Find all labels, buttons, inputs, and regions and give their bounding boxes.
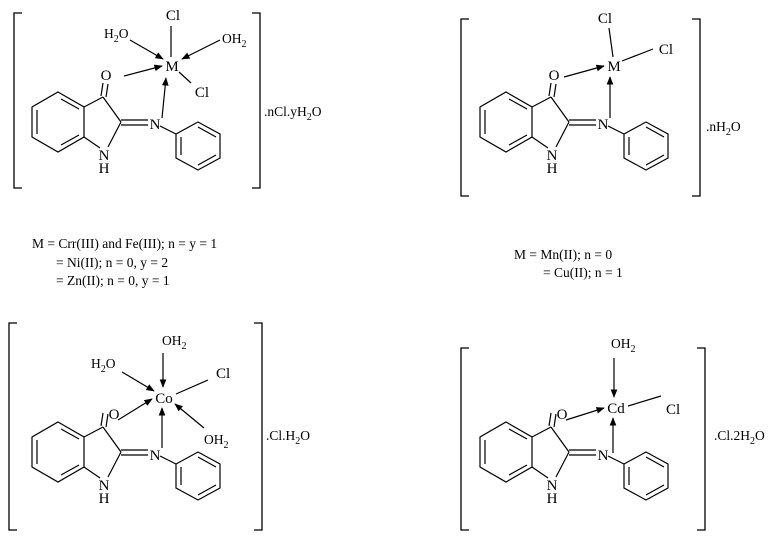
legend-line-2: = Cu(II); n = 1 bbox=[543, 265, 623, 280]
nh-h-label: H bbox=[99, 491, 110, 507]
oh2-top-label: OH2 bbox=[611, 336, 636, 355]
imine-n-label: N bbox=[150, 117, 161, 133]
legend-line-1: M = Mn(II); n = 0 bbox=[514, 247, 612, 262]
legend-line-1: M = Crr(III) and Fe(III); n = y = 1 bbox=[32, 236, 217, 251]
imine-n-label: N bbox=[598, 117, 609, 133]
cl-right-label: Cl bbox=[659, 42, 673, 58]
nh-n-label: N bbox=[547, 148, 558, 164]
nh-h-label: H bbox=[99, 161, 110, 177]
right-bracket bbox=[252, 12, 261, 189]
cl-top-label: Cl bbox=[166, 8, 180, 24]
metal-label: M bbox=[607, 59, 620, 75]
carbonyl-o-label: O bbox=[109, 407, 120, 423]
cl-right-label: Cl bbox=[195, 85, 209, 101]
complex-4: O N N H Cd OH2 Cl .Cl.2H2O bbox=[460, 336, 765, 531]
complex-2: O N N H M Cl Cl .nH2O M = Mn(II); n = 0 … bbox=[460, 11, 741, 280]
isatin-phenylimine-ligand bbox=[31, 412, 221, 501]
metal-label: Cd bbox=[607, 401, 625, 417]
cl-right-label: Cl bbox=[666, 402, 680, 418]
isatin-phenylimine-ligand bbox=[31, 82, 221, 171]
nh-h-label: H bbox=[547, 491, 558, 507]
formula-suffix: .Cl.H2O bbox=[266, 428, 310, 447]
cl-right-label: Cl bbox=[216, 366, 230, 382]
left-bracket bbox=[8, 322, 17, 531]
h2o-left-label: H2O bbox=[91, 356, 116, 375]
left-bracket bbox=[13, 12, 22, 189]
h2o-left-label: H2O bbox=[104, 26, 129, 45]
nh-h-label: H bbox=[547, 161, 558, 177]
carbonyl-o-label: O bbox=[549, 68, 560, 84]
formula-suffix: .nCl.yH2O bbox=[264, 104, 322, 123]
isatin-phenylimine-ligand bbox=[479, 412, 669, 501]
right-bracket bbox=[692, 18, 701, 197]
left-bracket bbox=[460, 347, 469, 531]
imine-n-label: N bbox=[150, 448, 161, 464]
legend-line-2: = Ni(II); n = 0, y = 2 bbox=[56, 255, 168, 270]
isatin-phenylimine-ligand bbox=[479, 82, 669, 171]
formula-suffix: .nH2O bbox=[706, 119, 741, 138]
carbonyl-o-label: O bbox=[101, 68, 112, 84]
imine-n-label: N bbox=[598, 448, 609, 464]
formula-suffix: .Cl.2H2O bbox=[714, 428, 765, 447]
metal-label: M bbox=[165, 59, 178, 75]
h2o-right-label: OH2 bbox=[222, 31, 247, 50]
oh2-right-label: OH2 bbox=[204, 432, 229, 451]
cl-top-label: Cl bbox=[598, 11, 612, 27]
legend-line-3: = Zn(II); n = 0, y = 1 bbox=[56, 273, 170, 288]
right-bracket bbox=[254, 322, 263, 531]
nh-n-label: N bbox=[99, 148, 110, 164]
left-bracket bbox=[460, 18, 469, 197]
right-bracket bbox=[697, 347, 706, 531]
oh2-top-label: OH2 bbox=[162, 333, 187, 352]
complex-3: O N N H Co OH2 H2O Cl OH2 .Cl.H2O bbox=[8, 322, 310, 531]
nh-n-label: N bbox=[547, 478, 558, 494]
metal-label: Co bbox=[155, 391, 173, 407]
carbonyl-o-label: O bbox=[557, 407, 568, 423]
complex-1: O N N H M Cl Cl H2O OH2 .nCl.yH2O M = Cr… bbox=[13, 8, 322, 288]
nh-n-label: N bbox=[99, 478, 110, 494]
